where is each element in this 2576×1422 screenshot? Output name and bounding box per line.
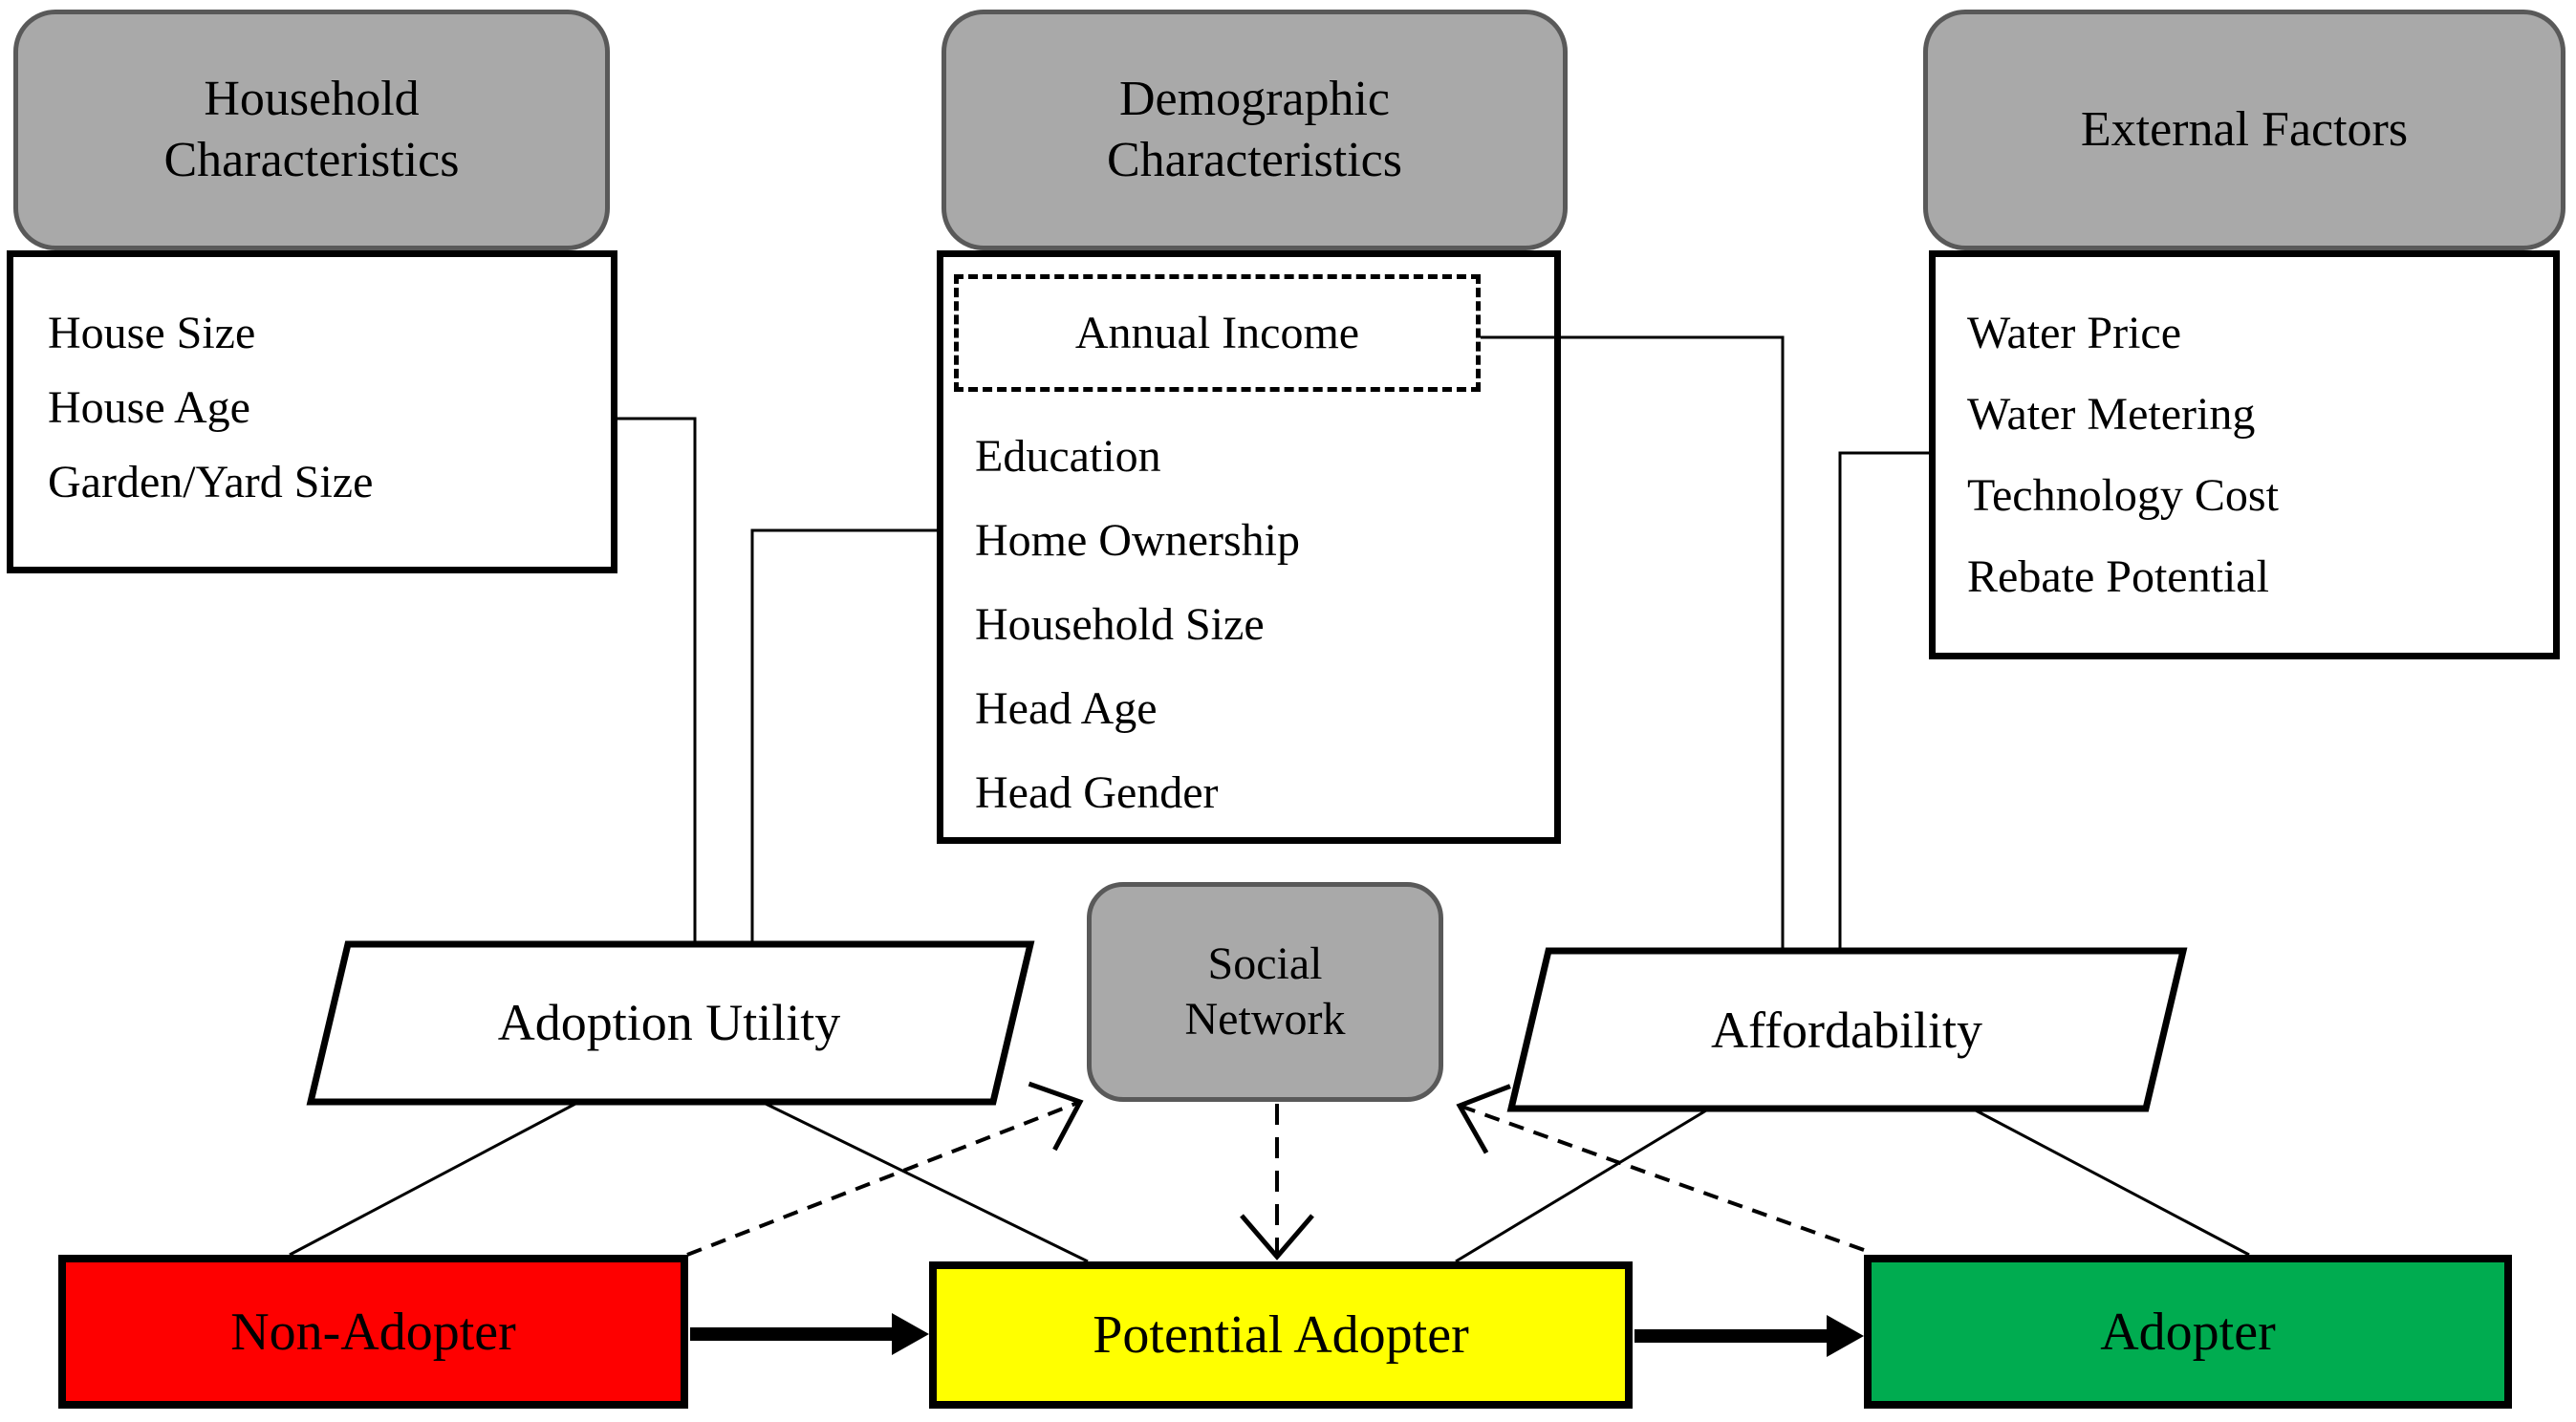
list-item: Water Metering <box>1967 389 2256 440</box>
demographic-characteristics-box <box>937 250 1561 844</box>
affordability-label: Affordability <box>1711 1002 1982 1059</box>
dashed-arrow-non-adopter-to-social-network <box>686 1081 1084 1257</box>
connector-demographic-to-adoption-utility <box>750 528 937 944</box>
external-factor-items: Water Price Water Metering Technology Co… <box>1967 292 2279 617</box>
arrow-potential-adopter-to-adopter-head <box>1827 1315 1864 1357</box>
non-adopter-label: Non-Adopter <box>230 1302 516 1362</box>
non-adopter-box: Non-Adopter <box>58 1255 688 1409</box>
line-adoption-utility-to-non-adopter <box>289 1102 576 1257</box>
demographic-characteristics-header-label: Demographic Characteristics <box>1107 72 1402 187</box>
household-characteristics-header: Household Characteristics <box>13 10 610 250</box>
adoption-utility-label: Adoption Utility <box>497 994 841 1051</box>
connector-external-to-affordability <box>1838 451 1929 951</box>
adopter-box: Adopter <box>1864 1255 2512 1409</box>
list-item: Head Gender <box>975 766 1219 818</box>
list-item: Home Ownership <box>975 514 1300 566</box>
external-factors-box <box>1929 250 2560 659</box>
annual-income-highlight-box: Annual Income <box>954 274 1481 392</box>
demographic-characteristics-header: Demographic Characteristics <box>942 10 1568 250</box>
social-network-box: Social Network <box>1087 882 1443 1102</box>
external-factors-header-label: External Factors <box>2080 102 2409 157</box>
potential-adopter-box: Potential Adopter <box>929 1261 1633 1409</box>
household-characteristics-box <box>7 250 617 573</box>
annual-income-label: Annual Income <box>1074 308 1360 358</box>
list-item: Technology Cost <box>1967 470 2279 521</box>
list-item: Water Price <box>1967 308 2182 358</box>
list-item: Education <box>975 430 1161 482</box>
line-affordability-to-adopter <box>1975 1109 2250 1257</box>
potential-adopter-label: Potential Adopter <box>1093 1305 1469 1365</box>
arrow-non-adopter-to-potential-adopter-head <box>892 1313 929 1355</box>
list-item: House Size <box>48 307 256 358</box>
household-characteristics-header-label: Household Characteristics <box>163 72 460 187</box>
list-item: Garden/Yard Size <box>48 456 374 507</box>
line-affordability-to-potential-adopter <box>1455 1109 1707 1263</box>
adopter-label: Adopter <box>2100 1302 2276 1362</box>
line-adoption-utility-to-potential-adopter <box>765 1102 1089 1263</box>
list-item: House Age <box>48 381 250 433</box>
connector-household-to-adoption-utility <box>617 417 697 944</box>
list-item: Rebate Potential <box>1967 551 2269 602</box>
list-item: Head Age <box>975 682 1158 734</box>
list-item: Household Size <box>975 598 1265 650</box>
social-network-label: Social Network <box>1184 938 1346 1045</box>
demographic-items: Education Home Ownership Household Size … <box>975 414 1300 834</box>
dashed-arrow-adopter-to-social-network <box>1456 1084 1865 1252</box>
household-items: House Size House Age Garden/Yard Size <box>48 295 373 519</box>
external-factors-header: External Factors <box>1923 10 2565 250</box>
